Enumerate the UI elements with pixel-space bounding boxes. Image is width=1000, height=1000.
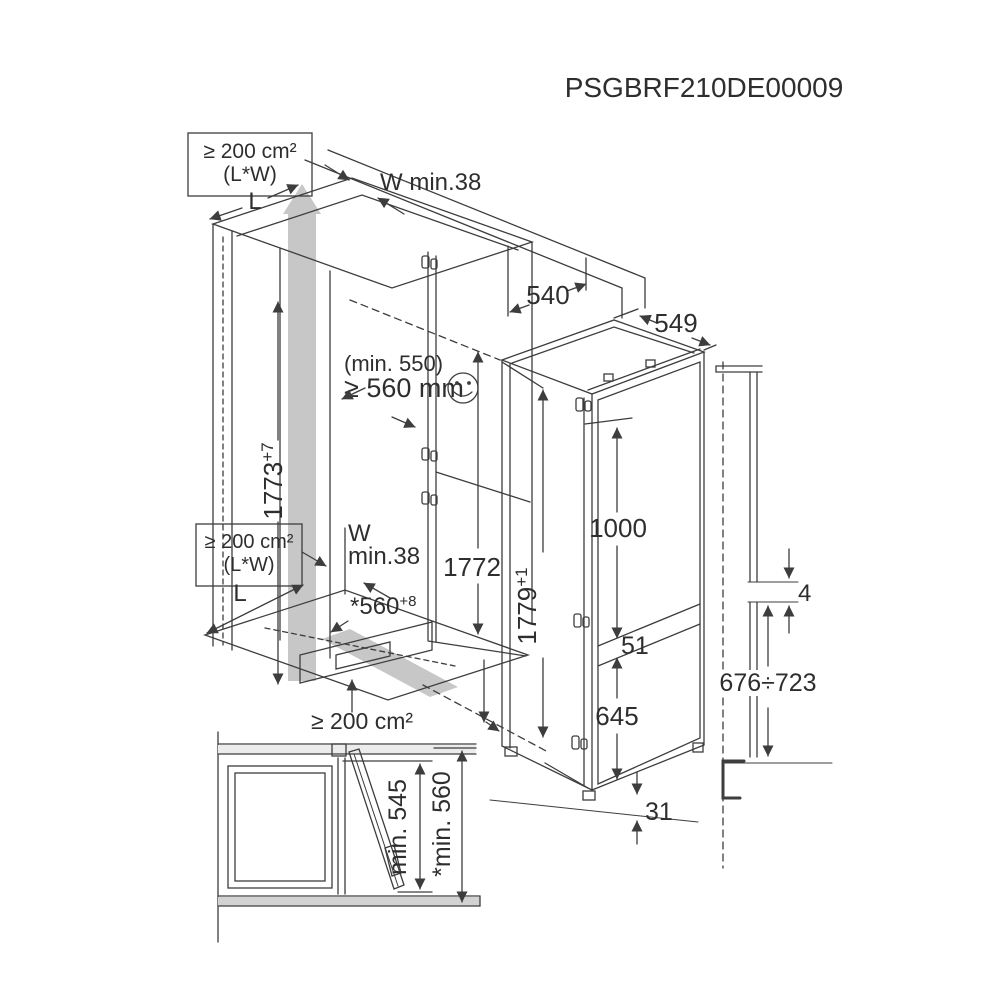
svg-text:W: W — [348, 520, 371, 547]
panel-body-lines — [715, 365, 833, 800]
dim-w-mid: W min.38 — [301, 520, 420, 599]
svg-text:L: L — [248, 188, 261, 215]
svg-text:540: 540 — [526, 280, 569, 310]
svg-text:min. 545: min. 545 — [384, 779, 412, 875]
svg-text:W min.38: W min.38 — [380, 169, 481, 196]
dim-niche-height: 1773+7 — [258, 301, 288, 685]
svg-text:*min. 560: *min. 560 — [428, 771, 456, 877]
svg-text:L: L — [233, 580, 246, 607]
svg-text:4: 4 — [798, 580, 811, 607]
depth-note: (min. 550) ≥ 560 mm — [341, 351, 479, 428]
svg-text:1773+7: 1773+7 — [258, 442, 288, 519]
vent-area-top-label: ≥ 200 cm² (L*W) — [187, 132, 313, 197]
dim-appliance-height: 1779+1 — [501, 361, 589, 789]
side-panel-drawing: 4 676÷723 — [715, 361, 833, 869]
door-handle-icon — [384, 844, 402, 877]
niche-cabinet-drawing: ≥ 200 cm² (L*W) L W min.38 1773+7 (min. … — [187, 132, 646, 753]
dim-floor-depth: *560+8 — [330, 593, 417, 633]
svg-text:(min. 550): (min. 550) — [344, 351, 443, 376]
dim-bottom-clearance: 31 — [631, 771, 673, 845]
svg-text:(L*W): (L*W) — [223, 554, 274, 576]
part-number: PSGBRF210DE00009 — [565, 72, 844, 103]
hinge-icon — [421, 447, 438, 462]
svg-text:*560+8: *560+8 — [350, 593, 417, 620]
dim-plan-min560: *min. 560 — [428, 747, 477, 903]
svg-text:1779+1: 1779+1 — [512, 567, 542, 644]
vent-area-bottom-label: ≥ 200 cm² — [311, 679, 413, 734]
svg-text:645: 645 — [595, 701, 638, 731]
dim-inner-height: 1772 — [443, 351, 501, 635]
svg-text:549: 549 — [654, 308, 697, 338]
svg-text:1000: 1000 — [589, 513, 647, 543]
hinge-icon — [421, 255, 438, 270]
dim-fridge-door: 1000 — [584, 417, 647, 639]
hinge-icon — [421, 491, 438, 506]
svg-text:(L*W): (L*W) — [223, 163, 277, 186]
hinge-icon — [573, 613, 590, 628]
svg-text:1772: 1772 — [443, 552, 501, 582]
hinge-icon — [575, 397, 592, 412]
dim-panel-gap: 4 — [783, 548, 811, 634]
svg-text:≥ 200 cm²: ≥ 200 cm² — [203, 140, 296, 163]
svg-text:≥ 200 cm²: ≥ 200 cm² — [205, 531, 294, 553]
dim-l-top: L — [209, 184, 299, 221]
dim-549: 549 — [613, 308, 717, 351]
dim-panel-height-range: 676÷723 — [719, 605, 818, 757]
svg-text:31: 31 — [645, 798, 673, 826]
dim-plan-min545: min. 545 — [342, 760, 433, 893]
plan-view-drawing: min. 545 *min. 560 — [217, 731, 481, 943]
dim-divider: 51 — [621, 632, 649, 660]
vent-area-mid-label: ≥ 200 cm² (L*W) — [195, 523, 303, 587]
plan-body-lines — [217, 731, 481, 943]
appliance-drawing: 540 549 1779+1 1000 51 — [489, 245, 717, 845]
svg-text:min.38: min.38 — [348, 543, 420, 570]
dim-l-mid: L — [206, 580, 304, 634]
dim-540: 540 — [507, 245, 587, 317]
hinge-icon — [571, 735, 588, 750]
open-door-lines — [348, 748, 405, 890]
svg-text:≥ 560 mm: ≥ 560 mm — [344, 373, 464, 403]
dim-freezer-door: 645 — [595, 657, 639, 780]
airflow-up-arrow-icon — [283, 184, 321, 681]
cabinet-body-lines — [202, 149, 646, 753]
svg-text:676÷723: 676÷723 — [719, 669, 816, 697]
svg-text:≥ 200 cm²: ≥ 200 cm² — [311, 708, 413, 734]
dim-w-top: W min.38 — [324, 164, 481, 215]
appliance-body-lines — [489, 319, 706, 823]
